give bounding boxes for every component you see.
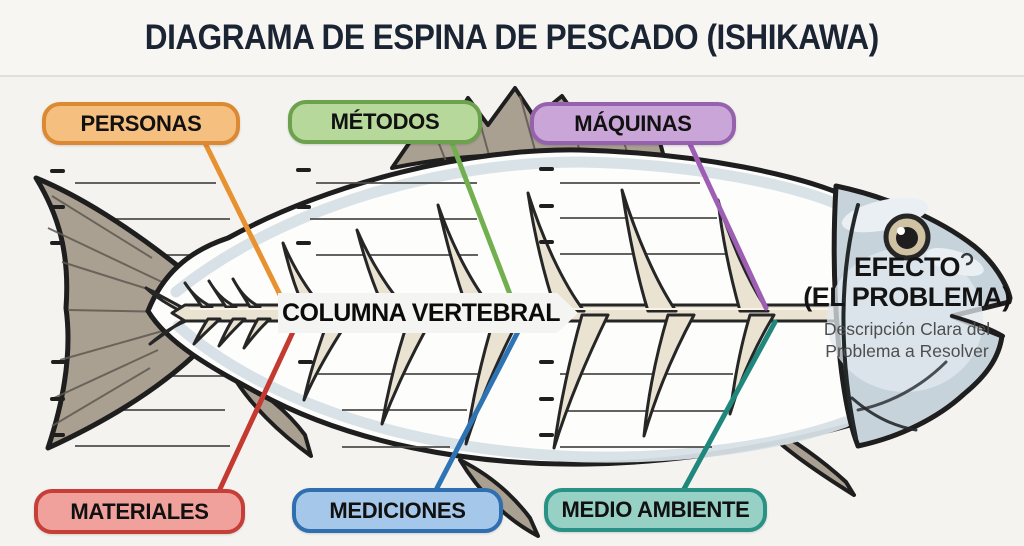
connector-materiales bbox=[217, 318, 301, 492]
category-box-mediciones: MEDICIONES bbox=[292, 488, 503, 533]
effect-block: EFECTO (EL PROBLEMA) Descripción Clara d… bbox=[798, 252, 1016, 362]
category-box-maquinas: MÁQUINAS bbox=[530, 102, 736, 145]
category-box-medio-ambiente: MEDIO AMBIENTE bbox=[544, 488, 767, 532]
connector-metodos bbox=[449, 140, 519, 313]
category-label-personas: PERSONAS bbox=[80, 110, 202, 136]
fish-eye bbox=[883, 213, 931, 261]
category-box-materiales: MATERIALES bbox=[34, 489, 245, 534]
category-box-personas: PERSONAS bbox=[42, 102, 240, 145]
effect-title-line2: (EL PROBLEMA) bbox=[803, 282, 1011, 313]
connector-personas bbox=[203, 142, 291, 314]
category-box-metodos: MÉTODOS bbox=[288, 100, 482, 144]
fish-body-rim bbox=[170, 156, 851, 463]
page-title: DIAGRAMA DE ESPINA DE PESCADO (ISHIKAWA) bbox=[145, 17, 879, 57]
fish-head bbox=[827, 183, 1013, 449]
connector-maquinas bbox=[687, 141, 769, 311]
spine-banner: COLUMNA VERTEBRAL bbox=[278, 293, 578, 333]
diagram-header: DIAGRAMA DE ESPINA DE PESCADO (ISHIKAWA) bbox=[0, 0, 1024, 77]
category-label-mediciones: MEDICIONES bbox=[329, 497, 466, 523]
connector-medio-ambiente bbox=[681, 319, 778, 492]
effect-description-line1: Descripción Clara del bbox=[823, 319, 991, 340]
connector-mediciones bbox=[434, 319, 526, 491]
cause-dashes bbox=[50, 167, 554, 437]
category-label-medio-ambiente: MEDIO AMBIENTE bbox=[561, 497, 750, 522]
effect-title-line1: EFECTO bbox=[853, 252, 961, 282]
effect-description: Descripción Clara del Problema a Resolve… bbox=[798, 319, 1016, 362]
category-label-maquinas: MÁQUINAS bbox=[574, 110, 692, 136]
spine-label: COLUMNA VERTEBRAL bbox=[281, 298, 561, 327]
category-connectors bbox=[203, 140, 778, 492]
fish-nostril bbox=[960, 252, 974, 266]
category-label-materiales: MATERIALES bbox=[70, 498, 209, 524]
category-label-metodos: MÉTODOS bbox=[330, 109, 440, 134]
effect-description-line2: Problema a Resolver bbox=[825, 340, 989, 361]
